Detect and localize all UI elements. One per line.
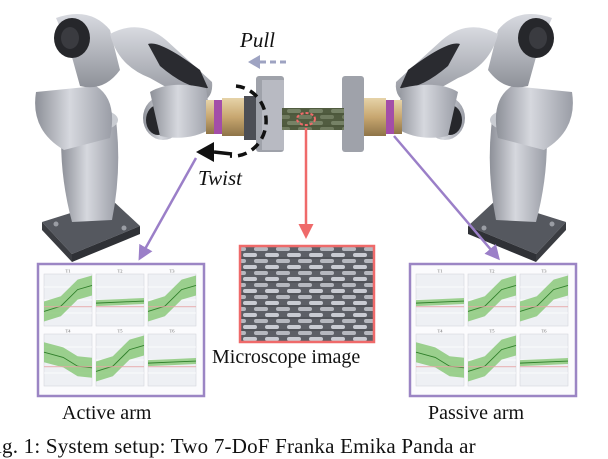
subplot-title: T2 — [118, 269, 123, 274]
mean-line — [95, 345, 145, 372]
confidence-band — [44, 275, 92, 322]
subplot-title: T5 — [118, 329, 124, 334]
active-robot-arm — [35, 14, 284, 262]
confidence-band — [468, 335, 516, 382]
microscope-image — [238, 244, 376, 344]
active-subplot: T5 — [95, 329, 145, 387]
active-subplot: T1 — [43, 269, 93, 327]
active-arm-label: Active arm — [62, 402, 152, 424]
subplot-title: T6 — [170, 329, 176, 334]
subplot-title: T3 — [542, 269, 548, 274]
mean-line — [519, 360, 569, 364]
mean-line — [519, 285, 569, 312]
twist-label: Twist — [198, 166, 242, 190]
mean-line — [467, 285, 517, 312]
active-subplot: T3 — [147, 269, 197, 327]
subplot-title: T1 — [438, 269, 443, 274]
active-arm-arrow — [138, 157, 198, 261]
passive-subplot: T5 — [467, 329, 517, 387]
passive-subplot: T4 — [415, 329, 465, 387]
active-subplot: T6 — [147, 329, 197, 387]
passive-subplot: T1 — [415, 269, 465, 327]
subplot-title: T4 — [66, 329, 72, 334]
subplot-title: T3 — [170, 269, 176, 274]
passive-arm-label: Passive arm — [428, 402, 525, 424]
subplot-title: T2 — [490, 269, 495, 274]
confidence-band — [520, 275, 568, 322]
passive-robot-arm — [342, 14, 573, 262]
mean-line — [95, 300, 145, 304]
passive-arm-arrow — [393, 135, 500, 261]
passive-subplot: T3 — [519, 269, 569, 327]
confidence-band — [468, 275, 516, 322]
twist-arrow — [196, 84, 268, 162]
mean-line — [467, 345, 517, 372]
pull-arrow — [248, 55, 286, 69]
figure-caption: ig. 1: System setup: Two 7-DoF Franka Em… — [0, 434, 476, 458]
active-subplot: T4 — [43, 329, 93, 387]
sample-region-marker — [296, 112, 316, 126]
confidence-band — [96, 335, 144, 382]
mean-line — [147, 285, 197, 312]
passive-subplot: T2 — [467, 269, 517, 327]
subplot-title: T1 — [66, 269, 71, 274]
microscope-image-label: Microscope image — [212, 346, 361, 368]
confidence-band — [148, 275, 196, 322]
passive-subplot: T6 — [519, 329, 569, 387]
subplot-title: T5 — [490, 329, 496, 334]
subplot-title: T6 — [542, 329, 548, 334]
mean-line — [147, 360, 197, 364]
active-subplot: T2 — [95, 269, 145, 327]
fabric-sample — [282, 108, 344, 130]
mean-line — [43, 285, 93, 312]
subplot-title: T4 — [438, 329, 444, 334]
mean-line — [415, 300, 465, 304]
pull-label: Pull — [240, 28, 275, 52]
